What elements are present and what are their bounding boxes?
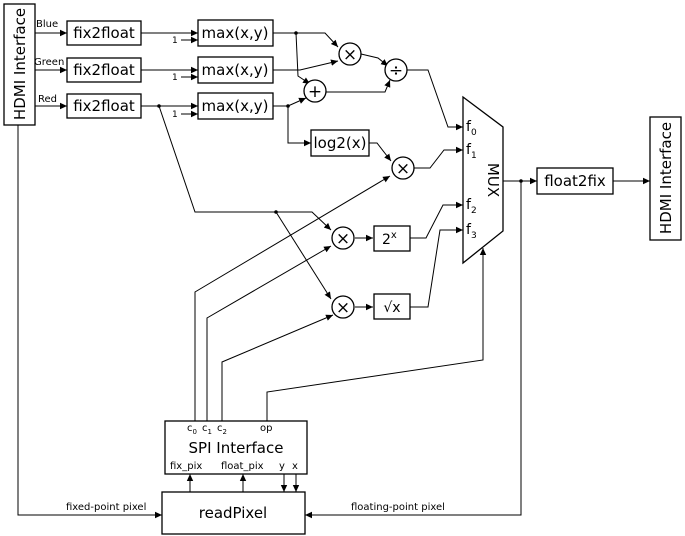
fix2float-blue-label: fix2float — [73, 24, 135, 42]
add-symbol: + — [308, 82, 322, 102]
spi-port-c2: c2 — [217, 423, 227, 436]
pow2-box: 2x — [373, 225, 411, 252]
mux-f3-text: f — [466, 222, 472, 238]
spi-port-float-pix: float_pix — [221, 461, 264, 472]
max-red-label: max(x,y) — [202, 97, 269, 115]
multiply-node-top: × — [338, 42, 362, 66]
spi-port-c1: c1 — [202, 423, 212, 436]
mux-f2-sub: 2 — [471, 206, 477, 216]
divide-node: ÷ — [384, 58, 408, 82]
multiply-symbol: × — [343, 45, 357, 65]
pow2-base: 2 — [382, 232, 391, 248]
mux-f3-sub: 3 — [471, 231, 477, 241]
spi-interface-box: c0 c1 c2 op SPI Interface fix_pix float_… — [164, 420, 308, 475]
spi-c2-sub: 2 — [223, 428, 227, 436]
spi-c2-text: c — [217, 423, 223, 434]
mux-f2-text: f — [466, 197, 472, 213]
float2fix-box: float2fix — [536, 167, 614, 195]
pow2-label: 2x — [382, 230, 397, 248]
mux-input-f3: f3 — [466, 222, 477, 241]
multiply-node-pow: × — [331, 226, 355, 250]
const-one-red: 1 — [172, 110, 178, 120]
multiply-symbol: × — [336, 229, 350, 249]
multiply-symbol: × — [396, 159, 410, 179]
mux-f1-text: f — [466, 142, 472, 158]
floating-point-pixel-label: floating-point pixel — [351, 502, 445, 513]
max-green-label: max(x,y) — [202, 61, 269, 79]
mux-f1-sub: 1 — [471, 151, 477, 161]
max-blue: max(x,y) — [197, 19, 274, 47]
sqrt-box: √x — [373, 293, 411, 320]
fix2float-green-label: fix2float — [73, 61, 135, 79]
mux-input-f2: f2 — [466, 197, 477, 216]
const-one-blue: 1 — [172, 36, 178, 46]
spi-port-op: op — [260, 423, 272, 434]
max-red: max(x,y) — [197, 92, 274, 120]
fixed-point-pixel-label: fixed-point pixel — [66, 502, 146, 513]
readpixel-label: readPixel — [199, 504, 267, 522]
channel-label-blue: Blue — [36, 19, 58, 30]
spi-port-x: x — [292, 461, 298, 472]
spi-title: SPI Interface — [189, 439, 284, 457]
wires — [17, 29, 650, 519]
sqrt-label: √x — [383, 300, 400, 316]
mux: MUX f0 f1 f2 f3 — [462, 95, 504, 265]
multiply-node-sqrt: × — [331, 295, 355, 319]
pow2-exponent: x — [391, 230, 397, 241]
max-blue-label: max(x,y) — [202, 24, 269, 42]
max-green: max(x,y) — [197, 56, 274, 84]
spi-c1-text: c — [202, 423, 208, 434]
divide-symbol: ÷ — [389, 61, 403, 81]
log2-box: log2(x) — [310, 129, 370, 157]
spi-c0-sub: 0 — [193, 428, 197, 436]
spi-port-y: y — [279, 461, 285, 472]
mux-input-f0: f0 — [466, 119, 477, 138]
channel-label-red: Red — [38, 94, 57, 105]
channel-label-green: Green — [34, 57, 64, 68]
multiply-symbol: × — [336, 298, 350, 318]
spi-port-c0: c0 — [187, 423, 197, 436]
spi-port-fix-pix: fix_pix — [170, 461, 202, 472]
mux-f0-text: f — [466, 119, 472, 135]
spi-c1-sub: 1 — [208, 428, 212, 436]
spi-c0-text: c — [187, 423, 193, 434]
fix2float-green: fix2float — [66, 57, 142, 83]
fix2float-blue: fix2float — [66, 20, 142, 46]
hdmi-interface-input: HDMI Interface — [3, 3, 36, 126]
mux-f0-sub: 0 — [471, 128, 477, 138]
hdmi-output-label: HDMI Interface — [657, 122, 675, 234]
readpixel-box: readPixel — [161, 491, 306, 535]
mux-label: MUX — [484, 163, 502, 197]
hdmi-input-label: HDMI Interface — [11, 8, 29, 120]
const-one-green: 1 — [172, 73, 178, 83]
fix2float-red-label: fix2float — [73, 97, 135, 115]
hdmi-interface-output: HDMI Interface — [649, 116, 682, 241]
fix2float-red: fix2float — [66, 93, 142, 119]
float2fix-label: float2fix — [544, 172, 606, 190]
multiply-node-log: × — [391, 156, 415, 180]
log2-label: log2(x) — [314, 134, 367, 152]
mux-input-f1: f1 — [466, 142, 477, 161]
add-node: + — [303, 79, 327, 103]
